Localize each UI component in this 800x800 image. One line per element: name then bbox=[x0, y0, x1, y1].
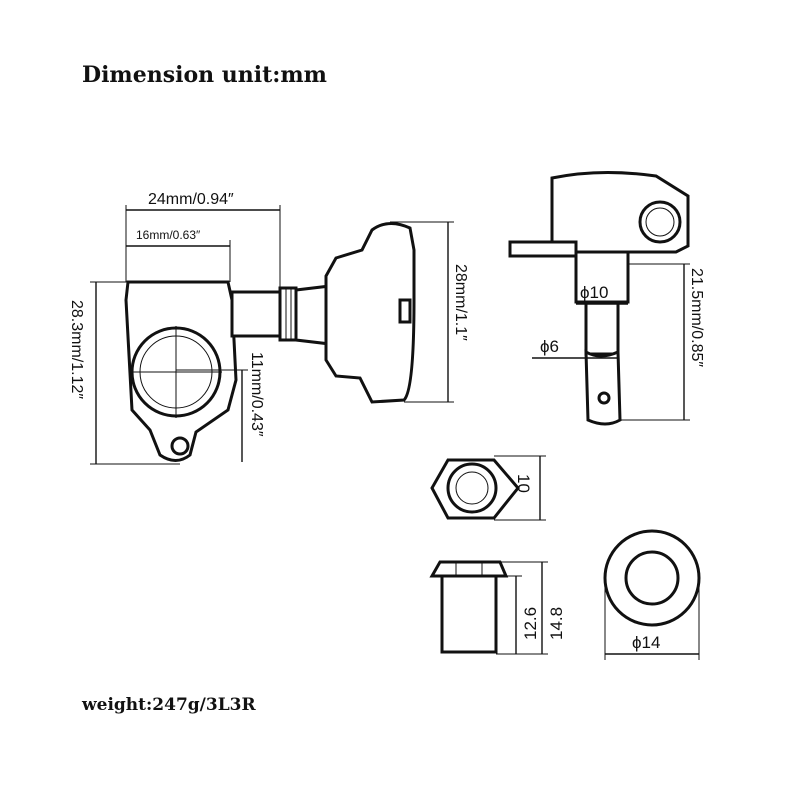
mount-hole bbox=[170, 436, 190, 456]
side-height-label: 21.5mm/0.85″ bbox=[688, 268, 705, 367]
washer-inner bbox=[624, 550, 680, 606]
washer-dia-label: ϕ14 bbox=[632, 633, 660, 652]
bushing-flange bbox=[429, 560, 509, 578]
tuner-knob bbox=[324, 222, 416, 404]
bushing bbox=[429, 560, 509, 654]
width-total-label: 24mm/0.94″ bbox=[148, 191, 234, 208]
dim-knob-height: 28mm/1.1″ bbox=[390, 221, 469, 403]
dim-nut-width: 10 bbox=[494, 455, 546, 521]
shaft-dia-label: ϕ6 bbox=[540, 337, 559, 356]
post-dia-label: ϕ10 bbox=[580, 283, 608, 302]
post-gap-label: 11mm/0.43″ bbox=[248, 352, 265, 437]
post-shaft bbox=[584, 300, 620, 356]
knob-height-label: 28mm/1.1″ bbox=[452, 264, 469, 341]
weight-note: weight:247g/3L3R bbox=[82, 695, 256, 715]
nut-width-label: 10 bbox=[514, 474, 533, 493]
dim-width-total: 24mm/0.94″ bbox=[125, 191, 281, 288]
knob-slot bbox=[398, 298, 412, 324]
dim-washer-dia: ϕ14 bbox=[604, 580, 700, 660]
page-title: Dimension unit:mm bbox=[82, 62, 327, 88]
bushing-inner-label: 12.6 bbox=[521, 607, 540, 640]
string-hole bbox=[597, 391, 611, 405]
dim-post-dia: ϕ10 bbox=[576, 283, 628, 305]
side-tab bbox=[508, 240, 578, 258]
bushing-outer-label: 14.8 bbox=[547, 607, 566, 640]
dim-side-height: 21.5mm/0.85″ bbox=[620, 263, 705, 421]
dim-height-left: 28.3mm/1.12″ bbox=[68, 281, 180, 465]
dim-bushing-outer: 14.8 bbox=[500, 561, 566, 654]
hex-nut-ring bbox=[446, 462, 498, 514]
shaft-collar bbox=[278, 286, 298, 342]
dim-shaft-dia: ϕ6 bbox=[532, 337, 618, 359]
hex-nut bbox=[430, 458, 520, 520]
washer bbox=[603, 529, 701, 627]
post-tip bbox=[584, 349, 622, 426]
bushing-body bbox=[440, 574, 498, 654]
dim-bushing-inner: 12.6 bbox=[496, 575, 548, 655]
post-upper bbox=[574, 250, 630, 304]
dim-width-inner: 16mm/0.63″ bbox=[126, 228, 231, 282]
dim-post-gap: 11mm/0.43″ bbox=[176, 352, 265, 462]
tuner-front-view bbox=[124, 222, 416, 462]
height-left-label: 28.3mm/1.12″ bbox=[68, 300, 85, 399]
tuner-side-view bbox=[508, 170, 690, 426]
width-inner-label: 16mm/0.63″ bbox=[136, 228, 201, 242]
tuner-shaft bbox=[230, 290, 282, 338]
